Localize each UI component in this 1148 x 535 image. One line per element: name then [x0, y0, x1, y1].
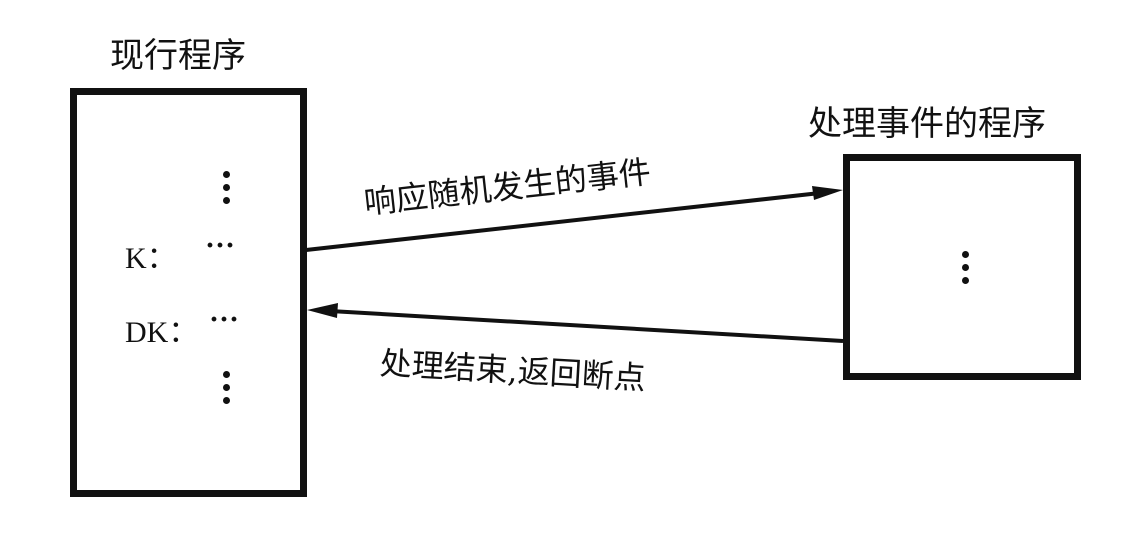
- event-handler-box: [843, 154, 1081, 380]
- vertical-ellipsis-top: [223, 171, 231, 210]
- call-arrow: [305, 186, 843, 252]
- current-program-title: 现行程序: [110, 36, 246, 76]
- current-program-box: K： ··· DK： ···: [70, 88, 307, 497]
- vertical-ellipsis-handler: [962, 251, 970, 290]
- line-dk-label: DK：: [125, 316, 199, 349]
- line-k-label: K：: [125, 242, 177, 275]
- line-k-content: ···: [205, 229, 236, 262]
- vertical-ellipsis-bottom: [223, 371, 231, 410]
- event-handler-title: 处理事件的程序: [808, 104, 1046, 144]
- return-arrow: [307, 303, 844, 343]
- line-dk-content: ···: [209, 303, 240, 336]
